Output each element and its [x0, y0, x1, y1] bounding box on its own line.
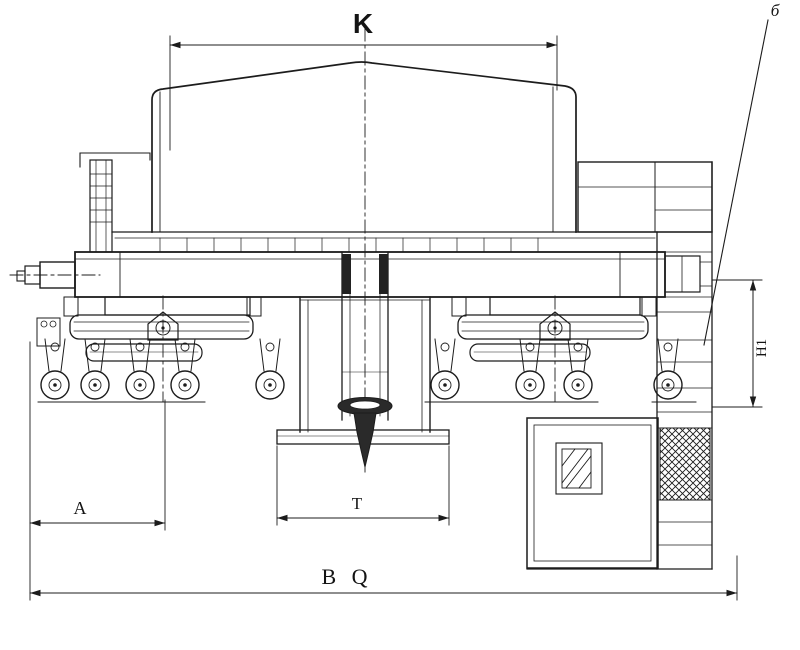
frame-band [111, 231, 713, 253]
cab-window [555, 442, 603, 495]
crosshatch-block [659, 427, 711, 501]
dimension-k: K [169, 8, 558, 151]
centerlines [9, 27, 556, 473]
left-mast [79, 152, 151, 253]
right-column [656, 161, 713, 570]
label-a: A [74, 498, 87, 518]
cab [526, 417, 713, 570]
callout-b: б [703, 1, 780, 346]
main-beam [74, 251, 713, 298]
label-k: K [353, 8, 373, 39]
wheels [40, 338, 683, 400]
left-shaft [16, 261, 76, 289]
label-bq: B Q [321, 564, 372, 589]
left-bogie [36, 296, 262, 403]
dimension-h1: H1 [711, 279, 770, 408]
label-callout: б [771, 1, 780, 20]
label-t: T [352, 494, 363, 513]
engine-hood [577, 161, 713, 233]
dimension-a: A [29, 341, 166, 601]
dimension-bq: B Q [29, 555, 738, 601]
dimension-t: T [276, 445, 450, 526]
label-h1: H1 [754, 339, 770, 357]
right-bogie [424, 296, 697, 403]
center-ripper [276, 251, 450, 468]
machine-body [151, 61, 577, 233]
